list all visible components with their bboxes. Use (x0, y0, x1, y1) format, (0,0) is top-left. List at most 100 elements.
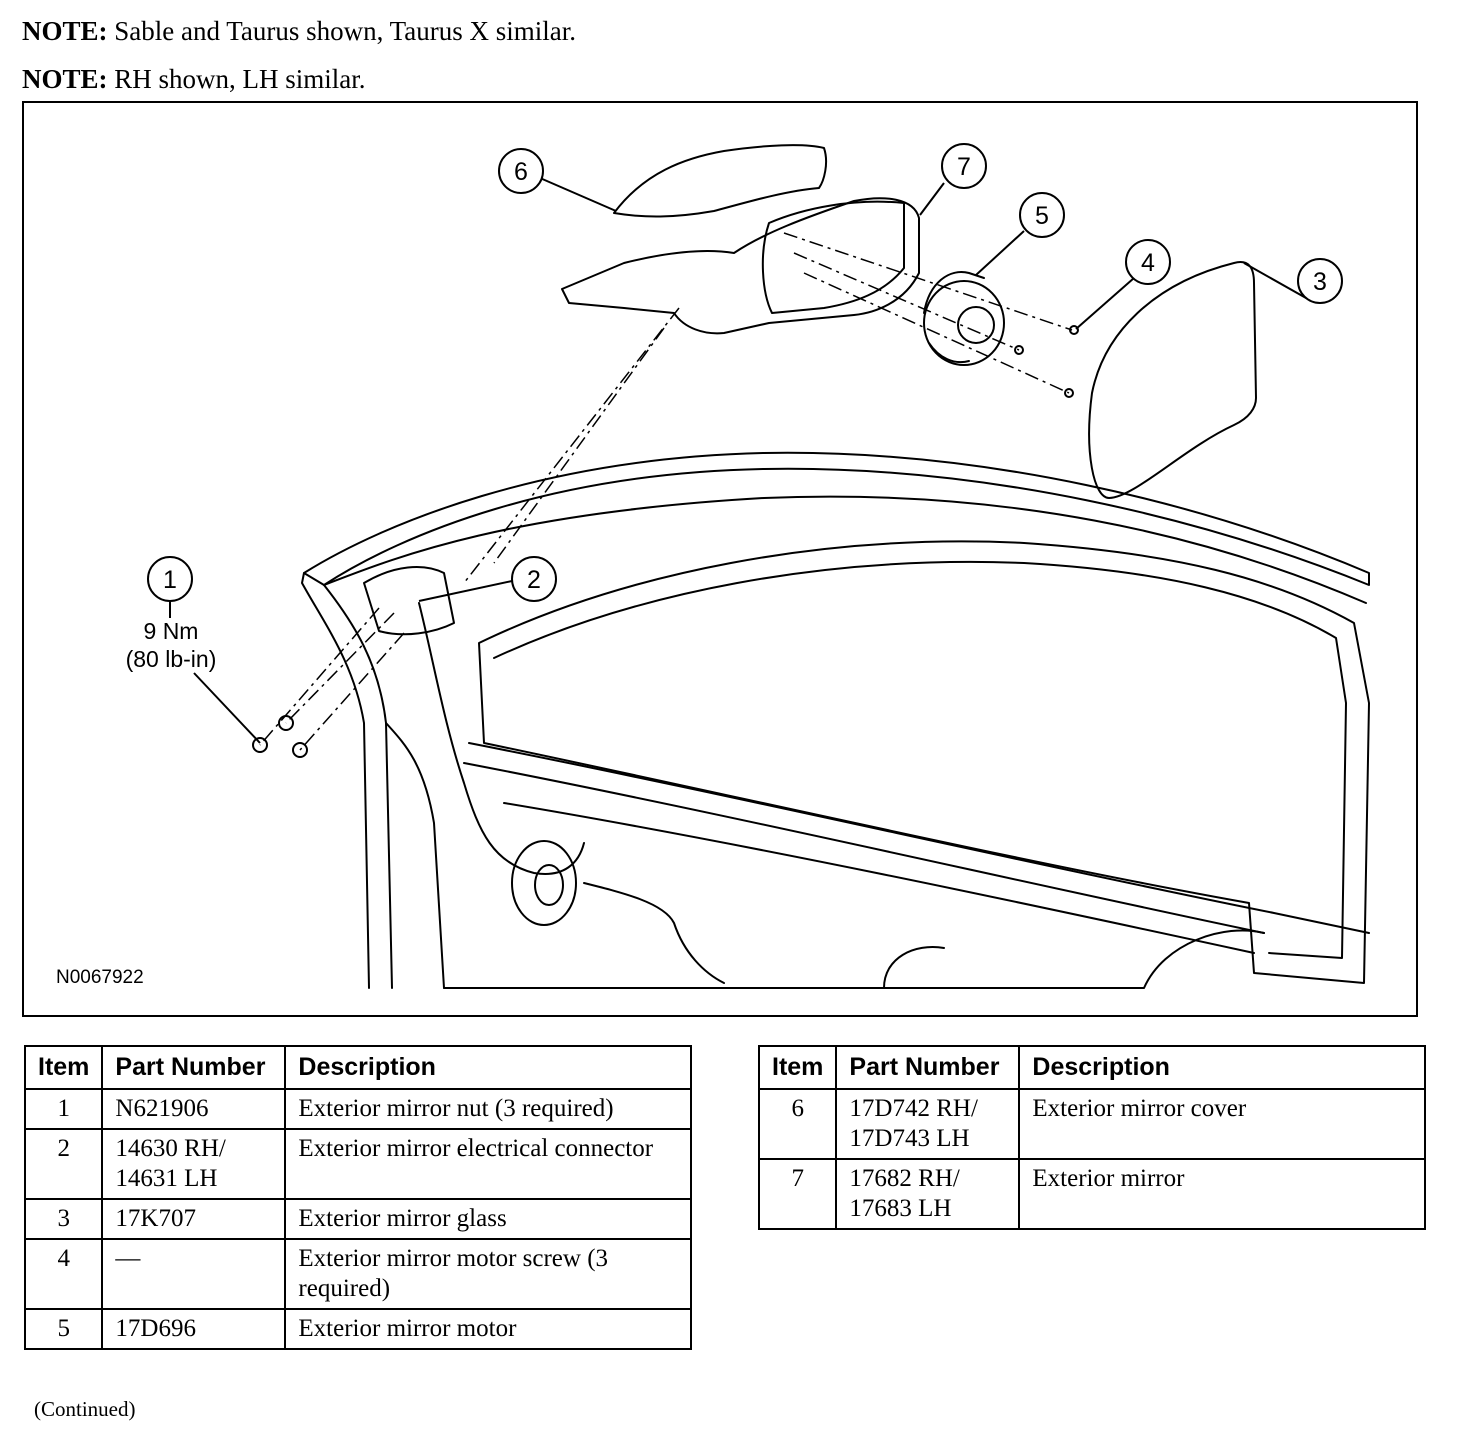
door-lower-curve (883, 946, 945, 989)
leader-6 (539, 177, 617, 212)
screw-c (1064, 388, 1074, 398)
figure-id: N0067922 (56, 967, 144, 988)
table-header-row: Item Part Number Description (757, 1045, 1426, 1090)
install-line-7 (793, 252, 1020, 351)
cell-description: Exterior mirror nut (3 required) (284, 1088, 692, 1130)
continued-note: (Continued) (34, 1397, 136, 1421)
door-window-inner (493, 560, 1347, 959)
callout-circle-6 (498, 148, 544, 194)
cell-item: 7 (757, 1158, 838, 1230)
install-line-1 (463, 307, 680, 584)
leader-1-nut (193, 672, 261, 744)
mirror-housing-face (761, 200, 905, 314)
cell-item: 5 (23, 1308, 104, 1350)
note-rh-lh: NOTE: RH shown, LH similar. (22, 64, 366, 95)
table-row: 5 17D696 Exterior mirror motor (23, 1308, 692, 1350)
cell-description: Exterior mirror electrical connector (284, 1128, 692, 1200)
callout-label-4: 4 (1141, 249, 1155, 277)
install-line-6 (783, 232, 1073, 331)
callout-circle-7 (941, 143, 987, 189)
header-item: Item (757, 1045, 838, 1090)
cell-part-number: 14630 RH/ 14631 LH (101, 1128, 287, 1200)
cell-part-number: N621906 (101, 1088, 287, 1130)
header-description: Description (284, 1045, 692, 1090)
diagram-drawing: 6 7 5 4 3 2 1 (147, 143, 1370, 989)
callout-label-3: 3 (1313, 268, 1327, 296)
cell-part-number: 17D742 RH/ 17D743 LH (835, 1088, 1021, 1160)
leader-2 (418, 580, 513, 602)
table-row: 3 17K707 Exterior mirror glass (23, 1198, 692, 1240)
callout-circle-5 (1019, 192, 1065, 238)
door-front-pillar-2 (323, 584, 393, 989)
speaker-outline (511, 840, 577, 926)
torque-nm-label: 9 Nm (143, 618, 199, 644)
mirror-cover (613, 144, 828, 218)
wiring-harness-lower (583, 882, 725, 984)
callout-circle-2 (511, 556, 557, 602)
header-item: Item (23, 1045, 104, 1090)
note-label: NOTE: (22, 16, 108, 46)
callout-label-2: 2 (527, 566, 541, 594)
mirror-motor-body (923, 271, 985, 363)
leader-4 (1075, 277, 1135, 330)
cell-description: Exterior mirror cover (1018, 1088, 1426, 1160)
door-inner-panel (385, 722, 445, 989)
install-line-5 (259, 607, 380, 746)
table-row: 1 N621906 Exterior mirror nut (3 require… (23, 1088, 692, 1130)
install-line-8 (803, 272, 1070, 394)
cell-description: Exterior mirror glass (284, 1198, 692, 1240)
speaker-cone (534, 864, 564, 906)
door-belt-line-3 (503, 802, 1255, 954)
note-sable-taurus: NOTE: Sable and Taurus shown, Taurus X s… (22, 16, 576, 47)
door-belt-line (468, 742, 1370, 934)
door-belt-line-2 (463, 762, 1265, 934)
door-frame-outer (303, 451, 1370, 586)
table-row: 6 17D742 RH/ 17D743 LH Exterior mirror c… (757, 1088, 1426, 1160)
note-text: Sable and Taurus shown, Taurus X similar… (114, 16, 576, 46)
callout-circle-3 (1297, 258, 1343, 304)
cell-description: Exterior mirror motor (284, 1308, 692, 1350)
nut-a (252, 737, 268, 753)
table-row: 2 14630 RH/ 14631 LH Exterior mirror ele… (23, 1128, 692, 1200)
cell-part-number: — (101, 1238, 287, 1310)
cell-part-number: 17682 RH/ 17683 LH (835, 1158, 1021, 1230)
table-row: 4 — Exterior mirror motor screw (3 requi… (23, 1238, 692, 1310)
callout-circle-4 (1125, 239, 1171, 285)
leader-7 (919, 182, 945, 216)
leader-3 (1243, 262, 1307, 299)
wiring-harness (418, 602, 585, 875)
mirror-motor-center (957, 306, 995, 344)
cell-item: 3 (23, 1198, 104, 1240)
door-lower-panel (443, 929, 1265, 989)
install-line-3 (285, 612, 395, 724)
cell-description: Exterior mirror (1018, 1158, 1426, 1230)
table-row: 7 17682 RH/ 17683 LH Exterior mirror (757, 1158, 1426, 1230)
mirror-motor (923, 280, 1005, 366)
parts-table-right: Item Part Number Description 6 17D742 RH… (757, 1045, 1426, 1230)
callout-circle-1 (147, 556, 193, 602)
cell-part-number: 17D696 (101, 1308, 287, 1350)
mirror-housing (561, 197, 920, 335)
door-front-pillar (301, 572, 370, 989)
leader-5 (975, 230, 1025, 276)
cell-item: 4 (23, 1238, 104, 1310)
note-label: NOTE: (22, 64, 108, 94)
install-line-4 (299, 632, 405, 751)
parts-table-left: Item Part Number Description 1 N621906 E… (23, 1045, 692, 1350)
header-part-number: Part Number (835, 1045, 1021, 1090)
callout-label-6: 6 (514, 158, 528, 186)
callout-label-1: 1 (163, 566, 177, 594)
door-window-opening (478, 540, 1370, 984)
exploded-diagram: 6 7 5 4 3 2 1 9 Nm (80 lb-in) N0067922 (22, 101, 1418, 1017)
header-description: Description (1018, 1045, 1426, 1090)
cell-item: 6 (757, 1088, 838, 1160)
header-part-number: Part Number (101, 1045, 287, 1090)
door-mount-bracket (363, 566, 455, 636)
cell-item: 2 (23, 1128, 104, 1200)
cell-part-number: 17K707 (101, 1198, 287, 1240)
cell-description: Exterior mirror motor screw (3 required) (284, 1238, 692, 1310)
install-line-2 (493, 327, 665, 564)
callout-label-7: 7 (957, 153, 971, 181)
mirror-glass (1088, 261, 1257, 499)
table-header-row: Item Part Number Description (23, 1045, 692, 1090)
